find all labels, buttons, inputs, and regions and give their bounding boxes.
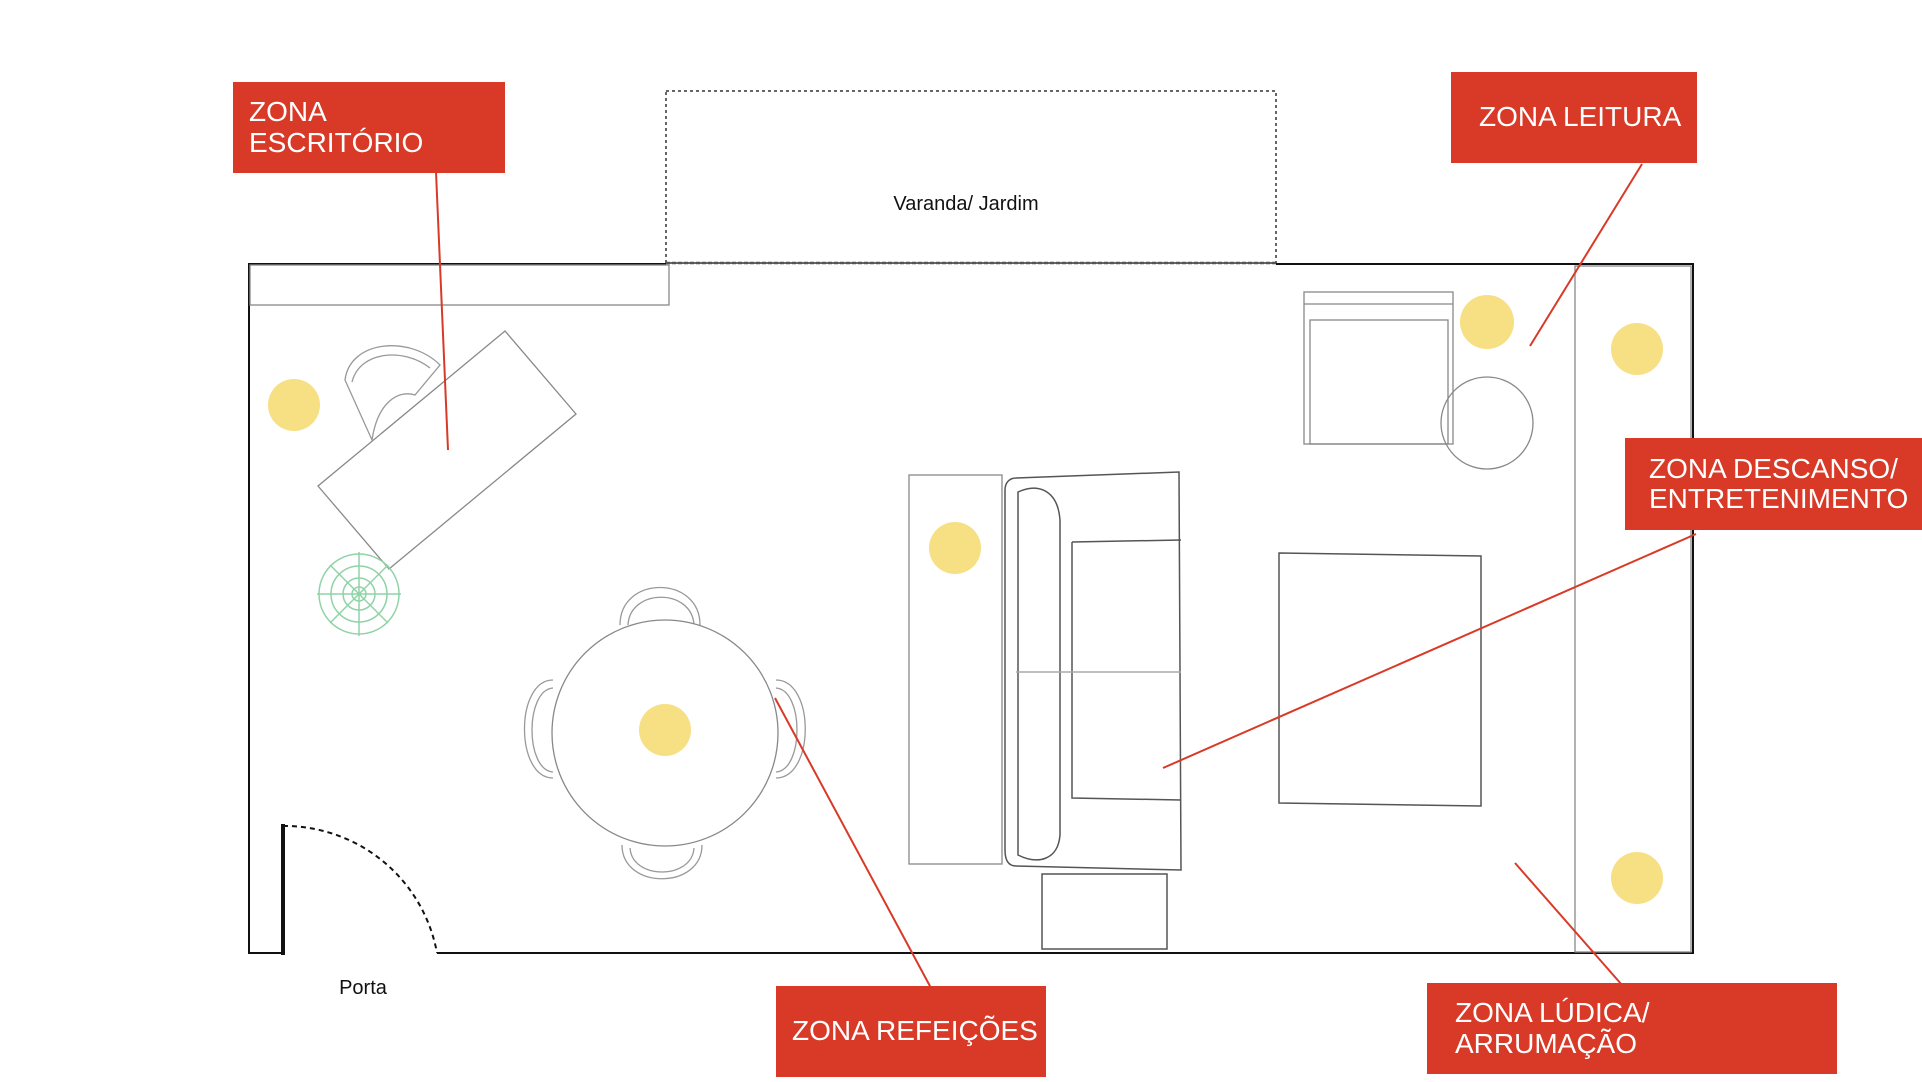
- rug: [1278, 552, 1482, 807]
- light-spot-icon: [268, 379, 320, 431]
- desk-chair-icon: [344, 345, 441, 443]
- light-spots: [268, 295, 1663, 904]
- storage-unit: [1574, 265, 1692, 953]
- dining-chair-bottom: [621, 844, 703, 880]
- dining-chair-right: [775, 679, 806, 779]
- ottoman: [1041, 873, 1168, 950]
- zone-label-ludica: ZONA LÚDICA/ ARRUMAÇÃO: [1427, 983, 1837, 1074]
- door-swing-icon: [282, 824, 438, 954]
- zone-label-refeicoes: ZONA REFEIÇÕES: [776, 986, 1046, 1077]
- sofa-icon: [1004, 471, 1182, 871]
- leader-ludica: [1514, 862, 1623, 986]
- balcony-outline: [665, 90, 1277, 264]
- light-spot-icon: [639, 704, 691, 756]
- dining-chair-left: [523, 679, 554, 779]
- light-spot-icon: [1611, 323, 1663, 375]
- dining-chair-top: [619, 586, 701, 626]
- plant-icon: [317, 552, 401, 636]
- armchair-icon: [1303, 291, 1454, 445]
- side-table: [1440, 376, 1534, 470]
- light-spot-icon: [929, 522, 981, 574]
- door-label: Porta: [339, 977, 388, 999]
- leader-descanso: [1162, 533, 1697, 769]
- room-walls: [248, 263, 1694, 955]
- light-spot-icon: [1611, 852, 1663, 904]
- leader-refeicoes: [774, 697, 932, 989]
- leader-escritorio: [435, 171, 449, 451]
- zone-label-escritorio: ZONA ESCRITÓRIO: [233, 82, 505, 173]
- tv-console: [908, 474, 1003, 865]
- balcony-label: Varanda/ Jardim: [893, 193, 1038, 215]
- desk: [317, 330, 577, 570]
- zone-label-descanso: ZONA DESCANSO/ ENTRETENIMENTO: [1625, 438, 1922, 530]
- leader-lines: [435, 163, 1697, 989]
- zone-label-leitura: ZONA LEITURA: [1451, 72, 1697, 163]
- light-spot-icon: [1460, 295, 1514, 349]
- leader-leitura: [1529, 163, 1643, 347]
- office-shelf: [249, 264, 670, 306]
